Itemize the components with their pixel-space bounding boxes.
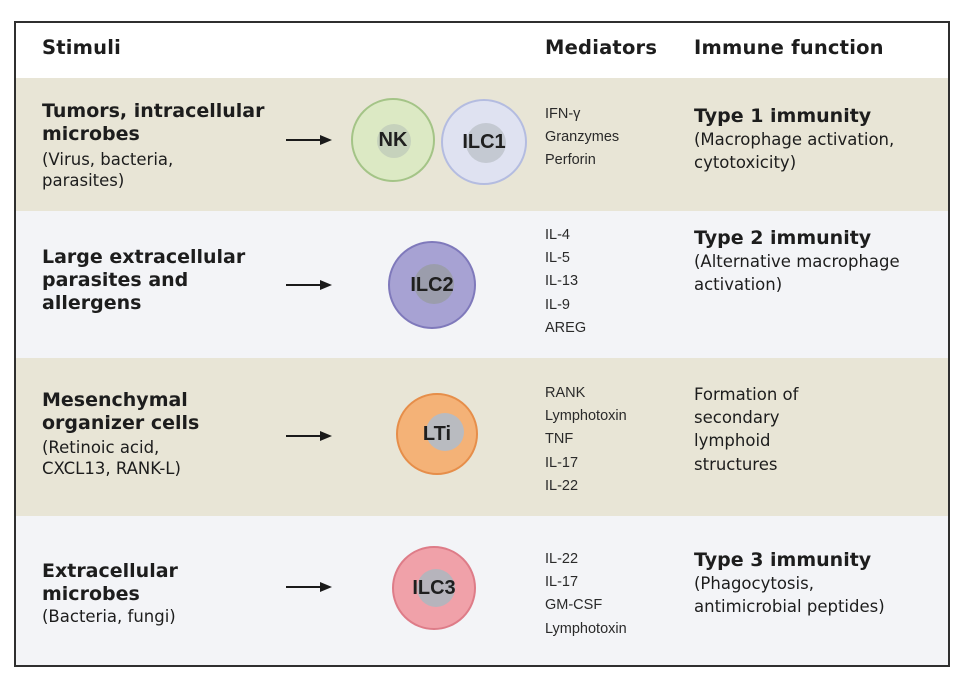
mediator-item: IL-22 <box>545 477 579 494</box>
mediator-item: Perforin <box>545 152 596 169</box>
nk-cell: NK <box>350 97 436 183</box>
cell-nucleus <box>466 123 506 163</box>
mediator-list: IL-4 IL-5 IL-13 IL-9 AREG <box>545 224 586 340</box>
cell-label: NK <box>378 129 408 151</box>
ilc2-cell: ILC2 <box>387 240 477 330</box>
mediator-item: GM-CSF <box>545 597 603 614</box>
function-subtitle: Formation of secondary lymphoid structur… <box>694 385 799 474</box>
mediator-list: RANK Lymphotoxin TNF IL-17 IL-22 <box>545 382 627 498</box>
cell-nucleus <box>417 569 455 607</box>
stimulus-subtitle: (Bacteria, fungi) <box>42 607 176 626</box>
function-subtitle: (Phagocytosis, antimicrobial peptides) <box>694 574 885 616</box>
stimulus-title: Large extracellular parasites and allerg… <box>42 246 246 314</box>
cell-label: ILC3 <box>412 577 456 599</box>
function-subtitle: (Macrophage activation, cytotoxicity) <box>694 130 895 172</box>
mediator-item: IL-9 <box>545 296 570 313</box>
function-title: Type 1 immunity <box>694 105 872 127</box>
mediator-item: TNF <box>545 431 574 448</box>
row-band-type3 <box>16 516 948 665</box>
mediator-item: IL-17 <box>545 574 579 591</box>
cell-label: ILC1 <box>462 131 506 153</box>
arrow-icon <box>286 135 332 145</box>
function-title: Type 3 immunity <box>694 549 872 571</box>
mediator-list: IFN-γ Granzymes Perforin <box>545 103 619 173</box>
arrow-icon <box>286 280 332 290</box>
arrow-icon <box>286 431 332 441</box>
stimulus-subtitle: (Virus, bacteria, parasites) <box>42 150 174 190</box>
mediator-item: AREG <box>545 319 587 336</box>
stimulus-title: Mesenchymal organizer cells <box>42 389 200 434</box>
mediator-list: IL-22 IL-17 GM-CSF Lymphotoxin <box>545 548 627 641</box>
cell-label: LTi <box>422 423 452 445</box>
arrow-icon <box>286 582 332 592</box>
ilc1-cell: ILC1 <box>440 98 528 186</box>
mediator-item: Granzymes <box>545 129 620 146</box>
stimulus-title: Extracellular microbes <box>42 560 178 605</box>
cell-nucleus <box>377 124 411 158</box>
lti-cell: LTi <box>395 392 479 476</box>
ilc3-cell: ILC3 <box>391 545 477 631</box>
function-title: Type 2 immunity <box>694 227 872 249</box>
mediator-item: IL-4 <box>545 227 570 243</box>
cell-nucleus <box>414 264 454 304</box>
mediator-item: IL-5 <box>545 250 570 267</box>
mediator-item: RANK <box>545 385 586 401</box>
stimulus-title: Tumors, intracellular microbes <box>42 100 265 145</box>
mediator-item: Lymphotoxin <box>545 408 627 425</box>
header-immune-function: Immune function <box>694 36 884 59</box>
mediator-item: IL-22 <box>545 551 579 567</box>
mediator-item: Lymphotoxin <box>545 620 627 637</box>
stimulus-subtitle: (Retinoic acid, CXCL13, RANK-L) <box>42 438 181 478</box>
cell-nucleus <box>426 413 464 451</box>
header-stimuli: Stimuli <box>42 36 122 59</box>
mediator-item: IL-13 <box>545 273 579 290</box>
row-band-type2 <box>16 211 948 358</box>
header-mediators: Mediators <box>545 36 658 59</box>
cell-label: ILC2 <box>410 274 454 296</box>
function-subtitle: (Alternative macrophage activation) <box>694 252 900 294</box>
row-band-lti <box>16 358 948 516</box>
mediator-item: IFN-γ <box>545 106 581 122</box>
mediator-item: IL-17 <box>545 454 579 471</box>
